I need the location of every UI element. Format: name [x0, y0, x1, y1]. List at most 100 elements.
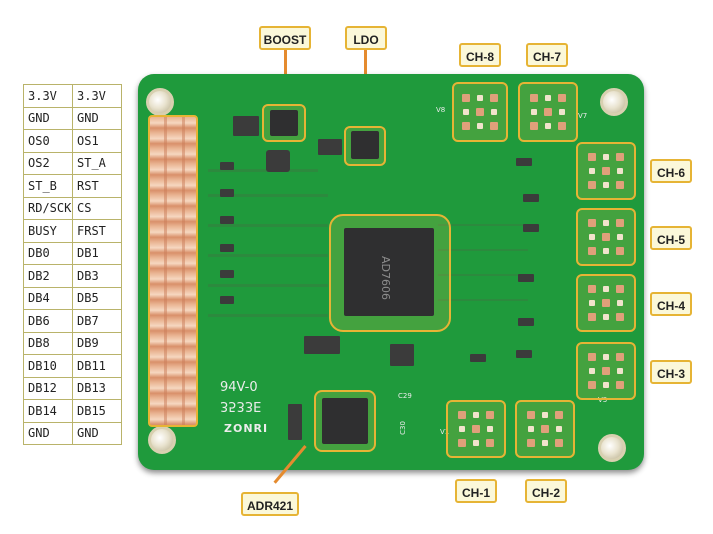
pin-cell-right: DB11 — [72, 354, 122, 378]
contact-pad — [616, 381, 624, 389]
contact-pad — [486, 411, 494, 419]
contact-pad — [473, 440, 479, 446]
adc-marking: AD7606 — [379, 256, 392, 300]
pin-cell-left: DB6 — [23, 309, 73, 333]
pin-cell-right: DB7 — [72, 309, 122, 333]
contact-pad — [490, 122, 498, 130]
ch1-label: CH-1 — [455, 479, 497, 503]
pin-cell-right: GND — [72, 421, 122, 445]
contact-pad — [555, 411, 563, 419]
contact-pad — [603, 354, 609, 360]
contact-pad — [528, 426, 534, 432]
pin-cell-left: DB0 — [23, 241, 73, 265]
contact-pad — [616, 285, 624, 293]
mount-hole-bl — [148, 426, 176, 454]
contact-pad — [602, 367, 610, 375]
silk-c29: C29 — [398, 392, 412, 400]
pin-cell-left: GND — [23, 106, 73, 130]
ldo-chip — [351, 131, 379, 159]
contact-pad — [588, 353, 596, 361]
contact-pad — [617, 368, 623, 374]
silk-brand: ZONRI — [224, 422, 269, 435]
pin-cell-right: OS1 — [72, 129, 122, 153]
adc-chip: AD7606 — [344, 228, 434, 316]
pin-cell-left: DB4 — [23, 286, 73, 310]
contact-pad — [617, 234, 623, 240]
ch8-pads — [452, 82, 508, 142]
silk-v7: V7 — [578, 112, 588, 120]
contact-pad — [588, 313, 596, 321]
contact-pad — [616, 153, 624, 161]
contact-pad — [617, 168, 623, 174]
contact-pad — [589, 168, 595, 174]
pin-cell-left: GND — [23, 421, 73, 445]
contact-pad — [589, 368, 595, 374]
contact-pad — [603, 286, 609, 292]
silk-v3: V3 — [598, 396, 608, 404]
contact-pad — [603, 154, 609, 160]
contact-pad — [491, 109, 497, 115]
contact-pad — [558, 94, 566, 102]
contact-pad — [476, 108, 484, 116]
contact-pad — [530, 122, 538, 130]
contact-pad — [616, 353, 624, 361]
contact-pad — [602, 167, 610, 175]
pin-cell-right: ST_A — [72, 151, 122, 175]
ldo-label: LDO — [345, 26, 387, 50]
contact-pad — [462, 122, 470, 130]
contact-pad — [588, 381, 596, 389]
ch6-label: CH-6 — [650, 159, 692, 183]
contact-pad — [541, 425, 549, 433]
contact-pad — [602, 299, 610, 307]
pin-cell-left: OS0 — [23, 129, 73, 153]
silk-v1: V1 — [440, 428, 450, 436]
contact-pad — [458, 411, 466, 419]
pin-cell-left: RD/SCK — [23, 196, 73, 220]
contact-pad — [603, 382, 609, 388]
pin-cell-right: DB15 — [72, 399, 122, 423]
boost-label: BOOST — [259, 26, 311, 50]
adr421-label: ADR421 — [241, 492, 299, 516]
contact-pad — [617, 300, 623, 306]
contact-pad — [616, 181, 624, 189]
contact-pad — [458, 439, 466, 447]
ch3-label: CH-3 — [650, 360, 692, 384]
mount-hole-br — [598, 434, 626, 462]
contact-pad — [603, 248, 609, 254]
contact-pad — [588, 285, 596, 293]
ch2-label: CH-2 — [525, 479, 567, 503]
contact-pad — [459, 426, 465, 432]
pin-cell-right: FRST — [72, 219, 122, 243]
contact-pad — [616, 247, 624, 255]
contact-pad — [603, 182, 609, 188]
contact-pad — [472, 425, 480, 433]
silk-v8: V8 — [436, 106, 446, 114]
contact-pad — [545, 123, 551, 129]
contact-pad — [542, 440, 548, 446]
pin-cell-left: BUSY — [23, 219, 73, 243]
pin-header — [148, 115, 198, 427]
pin-cell-left: OS2 — [23, 151, 73, 175]
contact-pad — [527, 439, 535, 447]
pin-cell-right: RST — [72, 174, 122, 198]
contact-pad — [544, 108, 552, 116]
contact-pad — [616, 219, 624, 227]
pin-cell-right: DB9 — [72, 331, 122, 355]
contact-pad — [588, 247, 596, 255]
contact-pad — [603, 314, 609, 320]
contact-pad — [545, 95, 551, 101]
contact-pad — [588, 181, 596, 189]
pin-cell-right: DB1 — [72, 241, 122, 265]
pin-cell-right: GND — [72, 106, 122, 130]
contact-pad — [531, 109, 537, 115]
